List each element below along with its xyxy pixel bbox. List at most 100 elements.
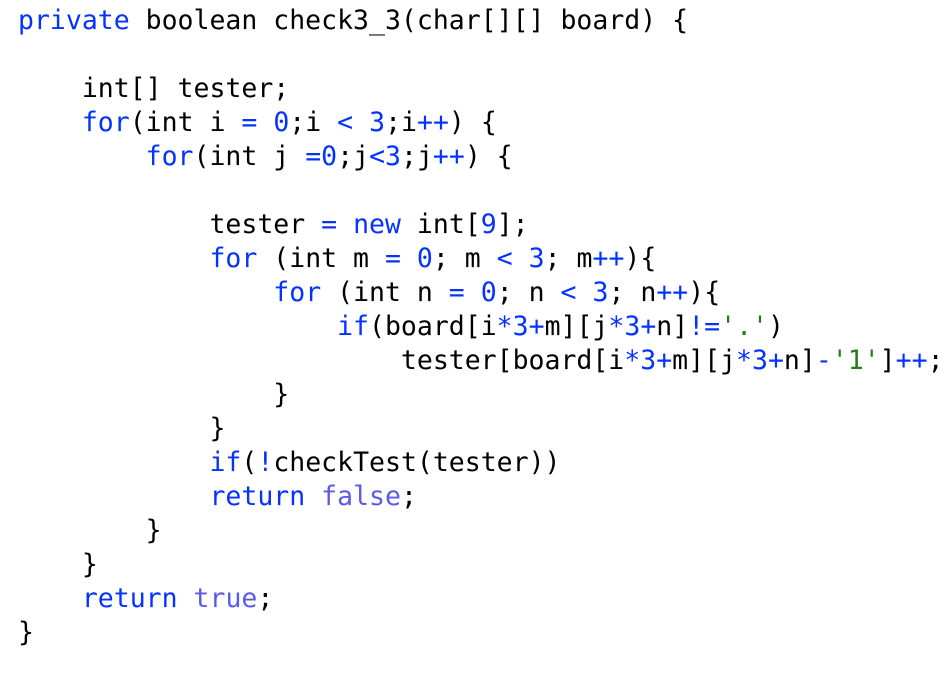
code-line-17: } bbox=[18, 548, 940, 582]
code-token-operator: = bbox=[241, 107, 258, 138]
code-token-number: 3 bbox=[592, 277, 609, 308]
code-line-19: } bbox=[18, 616, 940, 650]
code-token-text: } bbox=[18, 413, 226, 444]
code-token-text bbox=[18, 243, 209, 274]
code-line-7: tester = new int[9]; bbox=[18, 208, 940, 242]
code-token-keyword: private bbox=[18, 5, 130, 36]
code-token-text: boolean check3_3(char[][] board) { bbox=[129, 5, 689, 36]
code-token-text: ]; bbox=[496, 209, 529, 240]
code-token-operator: ++ bbox=[417, 107, 449, 138]
code-token-keyword: if bbox=[209, 447, 242, 478]
code-token-text: ; m bbox=[432, 243, 497, 274]
code-token-text: ] bbox=[879, 345, 896, 376]
code-token-text: (int j bbox=[193, 141, 306, 172]
code-token-number: 9 bbox=[480, 209, 497, 240]
code-line-4: for(int i = 0;i < 3;i++) { bbox=[18, 106, 940, 140]
code-token-text bbox=[18, 481, 209, 512]
code-token-operator: != bbox=[688, 311, 721, 342]
code-line-13: } bbox=[18, 412, 940, 446]
code-token-text bbox=[337, 209, 353, 240]
code-token-text: } bbox=[18, 549, 98, 580]
code-token-number: 3 bbox=[528, 243, 545, 274]
code-token-operator: + bbox=[656, 345, 673, 376]
code-token-keyword: for bbox=[273, 277, 322, 308]
code-token-operator: ! bbox=[257, 447, 274, 478]
code-token-keyword: return bbox=[209, 481, 306, 512]
code-token-text bbox=[305, 481, 321, 512]
code-token-text bbox=[18, 141, 146, 172]
code-token-keyword: new bbox=[353, 209, 401, 240]
code-line-14: if(!checkTest(tester)) bbox=[18, 446, 940, 480]
code-token-keyword: return bbox=[81, 583, 178, 614]
code-token-text: ;i bbox=[289, 107, 338, 138]
code-token-operator: ++ bbox=[592, 243, 625, 274]
code-line-1: private boolean check3_3(char[][] board)… bbox=[18, 4, 940, 38]
code-token-number: 3 bbox=[369, 107, 386, 138]
code-token-number: 0 bbox=[273, 107, 290, 138]
code-token-text: int[ bbox=[400, 209, 481, 240]
code-token-text: } bbox=[18, 379, 290, 410]
code-token-operator: + bbox=[640, 311, 657, 342]
code-token-operator: * bbox=[496, 311, 513, 342]
code-token-operator: + bbox=[528, 311, 545, 342]
code-token-operator: < bbox=[560, 277, 577, 308]
code-token-text bbox=[401, 243, 417, 274]
code-token-text: (int i bbox=[129, 107, 242, 138]
code-token-text bbox=[257, 107, 273, 138]
code-token-operator: - bbox=[815, 345, 832, 376]
code-line-11: tester[board[i*3+m][j*3+n]-'1']++; bbox=[18, 344, 940, 378]
code-token-text: ; bbox=[400, 481, 417, 512]
code-token-operator: = bbox=[448, 277, 465, 308]
code-token-text: ; n bbox=[496, 277, 561, 308]
code-token-text: m][j bbox=[672, 345, 736, 376]
code-token-text: m][j bbox=[544, 311, 609, 342]
code-line-12: } bbox=[18, 378, 940, 412]
code-token-text: n] bbox=[656, 311, 689, 342]
code-token-string-literal: '1' bbox=[831, 345, 880, 376]
code-token-keyword: for bbox=[81, 107, 130, 138]
code-token-operator: < bbox=[496, 243, 513, 274]
code-token-text bbox=[18, 107, 82, 138]
code-token-text bbox=[178, 583, 194, 614]
code-token-literal: true bbox=[193, 583, 258, 614]
code-token-text: ; bbox=[928, 345, 940, 376]
code-token-operator: < bbox=[337, 107, 354, 138]
code-token-text: checkTest(tester)) bbox=[273, 447, 561, 478]
code-token-text bbox=[513, 243, 529, 274]
code-token-text: ;i bbox=[385, 107, 417, 138]
code-line-5: for(int j =0;j<3;j++) { bbox=[18, 140, 940, 174]
code-token-operator: * bbox=[608, 311, 625, 342]
code-line-8: for (int m = 0; m < 3; m++){ bbox=[18, 242, 940, 276]
code-token-number: 3 bbox=[751, 345, 768, 376]
code-token-text: } bbox=[18, 515, 162, 546]
code-token-text: (int m bbox=[257, 243, 385, 274]
code-token-text: ; n bbox=[608, 277, 657, 308]
code-token-text: ) bbox=[768, 311, 784, 342]
code-line-10: if(board[i*3+m][j*3+n]!='.') bbox=[18, 310, 940, 344]
code-token-text: ( bbox=[241, 447, 258, 478]
code-token-text bbox=[18, 583, 82, 614]
code-token-literal: false bbox=[321, 481, 401, 512]
code-token-operator: < bbox=[369, 141, 386, 172]
code-token-number: 0 bbox=[321, 141, 338, 172]
code-line-2-blank bbox=[18, 38, 940, 72]
code-block: private boolean check3_3(char[][] board)… bbox=[18, 4, 940, 650]
code-token-text: } bbox=[18, 617, 34, 648]
code-token-text: ;j bbox=[337, 141, 370, 172]
code-token-text: (board[i bbox=[369, 311, 497, 342]
code-token-text: ; bbox=[257, 583, 274, 614]
code-token-number: 3 bbox=[640, 345, 657, 376]
code-token-operator: ++ bbox=[656, 277, 689, 308]
code-token-operator: = bbox=[321, 209, 338, 240]
code-token-number: 3 bbox=[624, 311, 641, 342]
code-token-operator: * bbox=[736, 345, 752, 376]
code-token-keyword: if bbox=[337, 311, 370, 342]
code-token-text: ) { bbox=[448, 107, 497, 138]
code-line-3: int[] tester; bbox=[18, 72, 940, 106]
code-token-operator: = bbox=[384, 243, 401, 274]
code-token-number: 0 bbox=[416, 243, 433, 274]
code-token-operator: * bbox=[624, 345, 641, 376]
code-line-16: } bbox=[18, 514, 940, 548]
code-token-text bbox=[18, 447, 209, 478]
code-line-6-blank bbox=[18, 174, 940, 208]
